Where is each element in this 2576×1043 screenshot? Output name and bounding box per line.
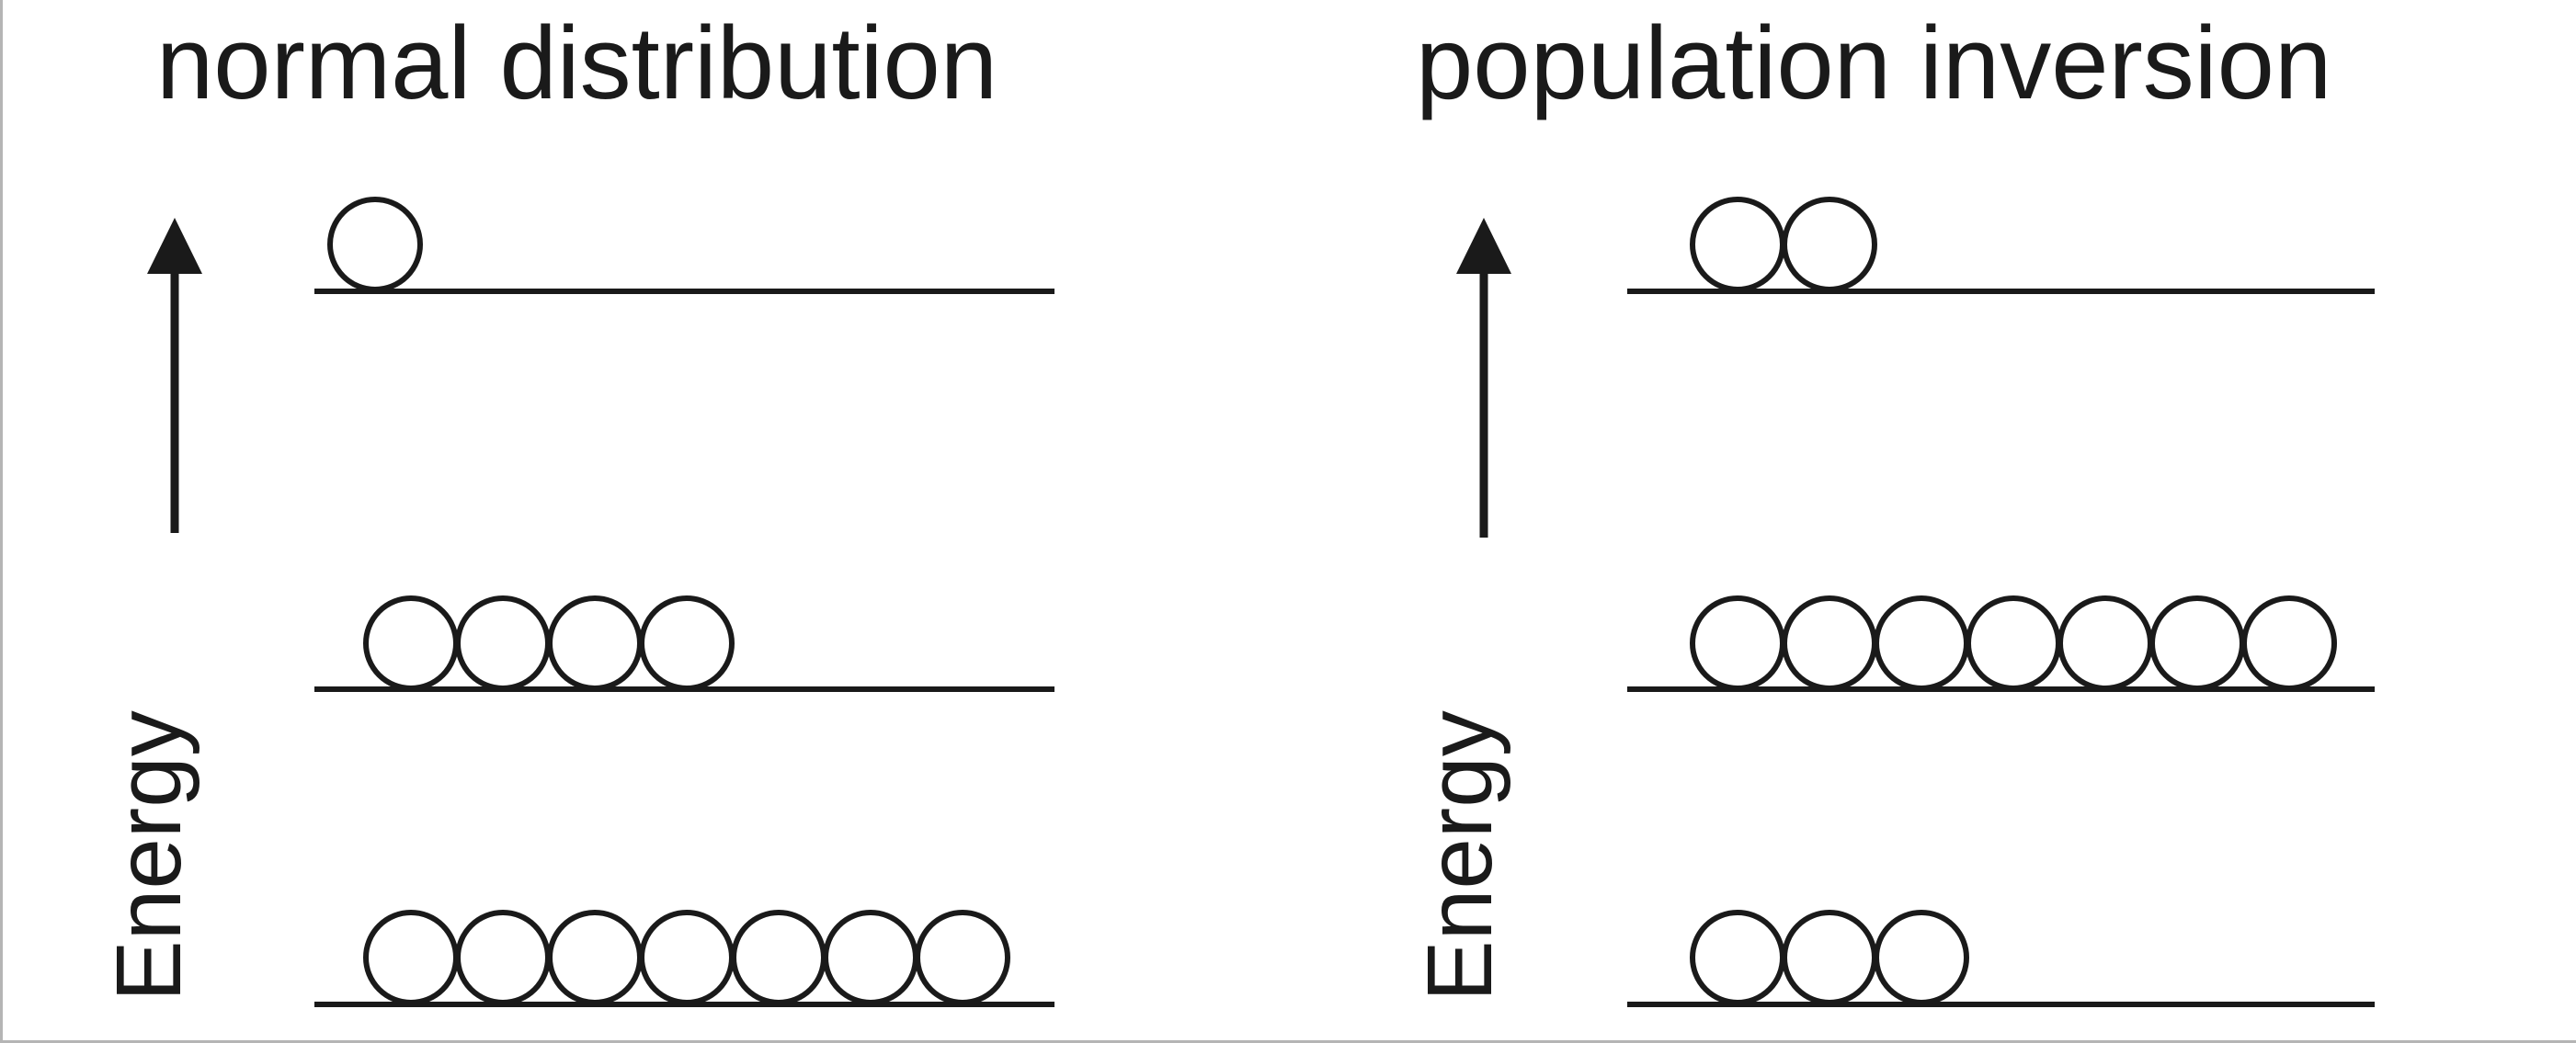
energy-level-upper <box>314 197 1054 294</box>
particle-circle <box>823 910 918 1005</box>
particle-group <box>363 595 735 691</box>
particle-circle <box>1782 197 1877 292</box>
energy-level-ground <box>314 910 1054 1007</box>
particle-circle <box>639 595 735 691</box>
energy-axis-arrowhead <box>1456 218 1511 274</box>
energy-axis: Energy <box>97 218 202 1002</box>
energy-level-ground <box>1627 910 2375 1007</box>
particle-circle <box>1690 197 1785 292</box>
energy-axis-label: Energy <box>1408 710 1511 1002</box>
particle-circle <box>547 595 643 691</box>
energy-axis-arrowhead <box>147 218 202 274</box>
particle-circle <box>915 910 1010 1005</box>
particle-circle <box>1782 910 1877 1005</box>
particle-circle <box>2057 595 2153 691</box>
particle-group <box>1690 197 1877 292</box>
particle-circle <box>363 595 459 691</box>
panel-population-inversion: population inversion Energy <box>1408 6 2375 1007</box>
particle-circle <box>639 910 735 1005</box>
particle-circle <box>1690 595 1785 691</box>
particle-group <box>1690 595 2337 691</box>
particle-group <box>363 910 1010 1005</box>
particle-circle <box>1966 595 2061 691</box>
particle-circle <box>1874 595 1969 691</box>
particle-group <box>1690 910 1969 1005</box>
particle-circle <box>2149 595 2245 691</box>
energy-level-middle <box>1627 595 2375 692</box>
panel-normal-distribution: normal distribution Energy <box>97 6 1054 1007</box>
particle-circle <box>1690 910 1785 1005</box>
energy-level-middle <box>314 595 1054 692</box>
energy-axis: Energy <box>1408 218 1511 1002</box>
particle-circle <box>327 197 423 292</box>
panel-title: normal distribution <box>156 6 997 120</box>
particle-circle <box>455 595 551 691</box>
particle-circle <box>731 910 826 1005</box>
particle-circle <box>1782 595 1877 691</box>
energy-axis-label: Energy <box>97 710 200 1002</box>
energy-level-upper <box>1627 197 2375 294</box>
particle-circle <box>1874 910 1969 1005</box>
particle-circle <box>363 910 459 1005</box>
particle-circle <box>2241 595 2337 691</box>
panel-title: population inversion <box>1416 6 2331 120</box>
particle-group <box>327 197 423 292</box>
particle-circle <box>455 910 551 1005</box>
particle-circle <box>547 910 643 1005</box>
